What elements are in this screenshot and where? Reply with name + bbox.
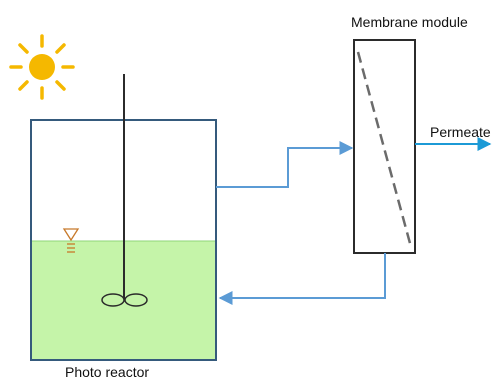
retentate-return-arrow: [218, 253, 386, 305]
permeate-label: Permeate: [430, 124, 491, 140]
membrane-module: [353, 39, 416, 254]
photo-reactor-label: Photo reactor: [65, 364, 149, 378]
sun-icon: [9, 34, 75, 100]
membrane-module-label: Membrane module: [351, 14, 468, 30]
stirrer-icon: [101, 74, 148, 307]
feed-flow-arrow: [216, 141, 354, 188]
water-level-icon: [62, 228, 80, 253]
